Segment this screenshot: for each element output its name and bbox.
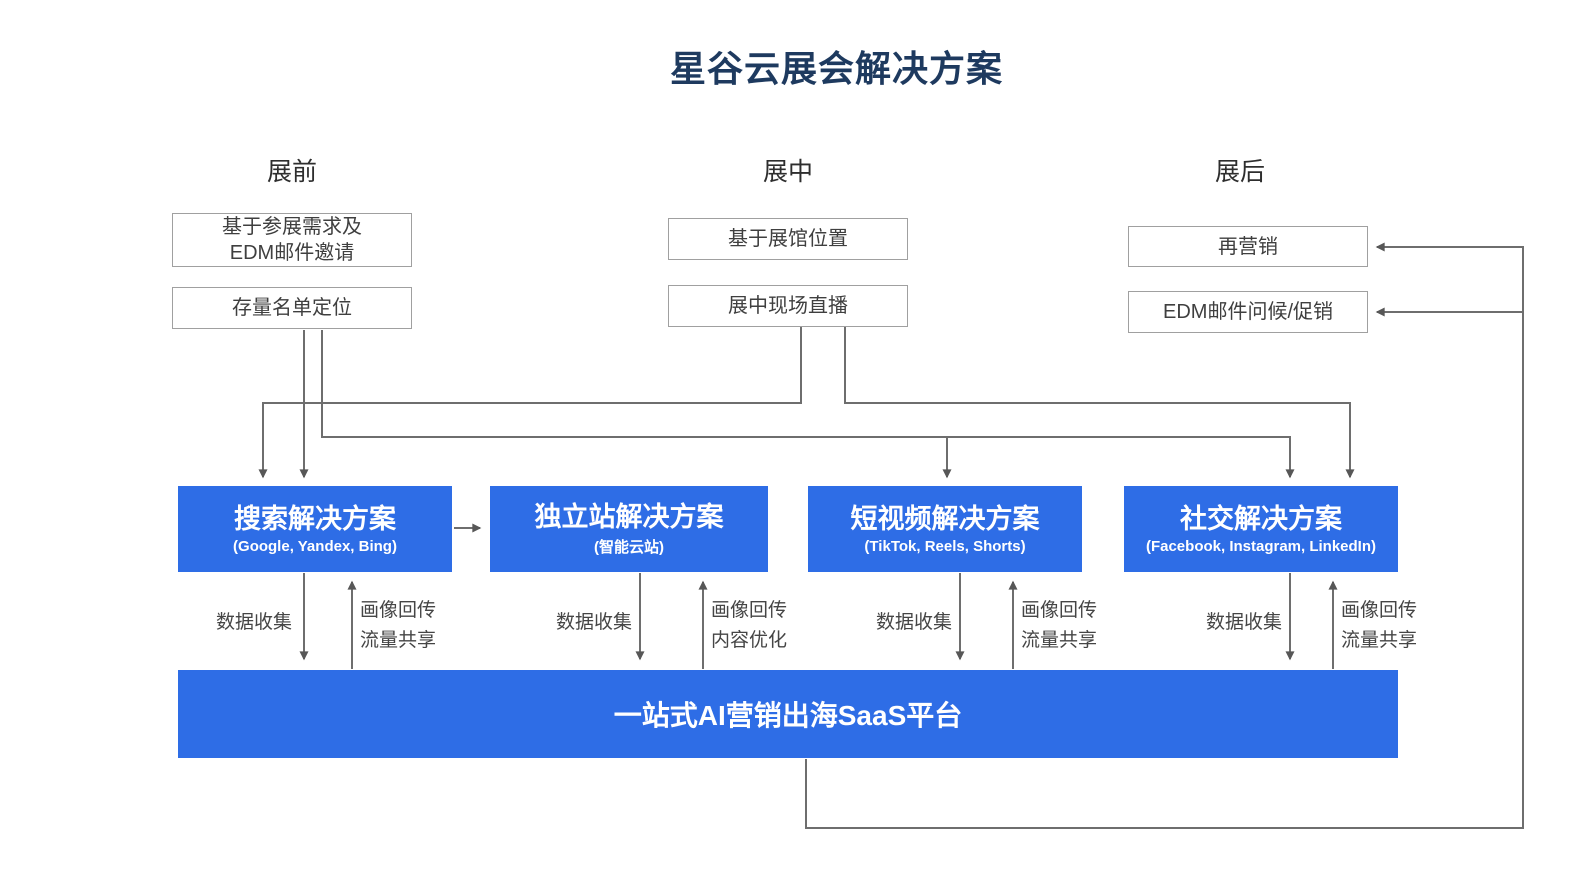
node-live-stream: 展中现场直播 bbox=[668, 285, 908, 327]
node-venue-location: 基于展馆位置 bbox=[668, 218, 908, 260]
solution-title: 搜索解决方案 bbox=[234, 504, 396, 534]
solution-title: 独立站解决方案 bbox=[534, 502, 724, 532]
page-title: 星谷云展会解决方案 bbox=[669, 48, 1003, 89]
solution-search: 搜索解决方案 (Google, Yandex, Bing) bbox=[178, 486, 452, 572]
node-remarketing: 再营销 bbox=[1128, 226, 1368, 267]
flow-up-label: 画像回传 流量共享 bbox=[1341, 600, 1418, 651]
solution-channels: (智能云站) bbox=[594, 539, 664, 556]
flow-up-label: 画像回传 流量共享 bbox=[1021, 600, 1098, 651]
stage-label-post-show: 展后 bbox=[1214, 158, 1265, 186]
stage-label-during-show: 展中 bbox=[762, 158, 813, 186]
flow-up-label: 画像回传 流量共享 bbox=[360, 600, 437, 651]
solution-title: 社交解决方案 bbox=[1180, 504, 1342, 534]
node-edm-invite: 基于参展需求及 EDM邮件邀请 bbox=[172, 213, 412, 267]
solution-channels: (Facebook, Instagram, LinkedIn) bbox=[1145, 538, 1377, 555]
flow-down-label: 数据收集 bbox=[875, 612, 952, 633]
flow-up-label: 画像回传 内容优化 bbox=[711, 600, 788, 651]
stage-label-pre-show: 展前 bbox=[266, 158, 317, 186]
flow-down-label: 数据收集 bbox=[1205, 612, 1282, 633]
solution-short-video: 短视频解决方案 (TikTok, Reels, Shorts) bbox=[808, 486, 1082, 572]
flow-down-label: 数据收集 bbox=[215, 612, 292, 633]
solution-social: 社交解决方案 (Facebook, Instagram, LinkedIn) bbox=[1124, 486, 1398, 572]
flow-down-label: 数据收集 bbox=[555, 612, 632, 633]
solution-title: 短视频解决方案 bbox=[850, 504, 1040, 534]
solution-website: 独立站解决方案 (智能云站) bbox=[490, 486, 768, 572]
solution-channels: (Google, Yandex, Bing) bbox=[233, 538, 397, 555]
solution-channels: (TikTok, Reels, Shorts) bbox=[864, 538, 1026, 555]
node-edm-followup: EDM邮件问候/促销 bbox=[1128, 291, 1368, 333]
node-list-targeting: 存量名单定位 bbox=[172, 287, 412, 329]
platform-bar: 一站式AI营销出海SaaS平台 bbox=[178, 670, 1398, 758]
